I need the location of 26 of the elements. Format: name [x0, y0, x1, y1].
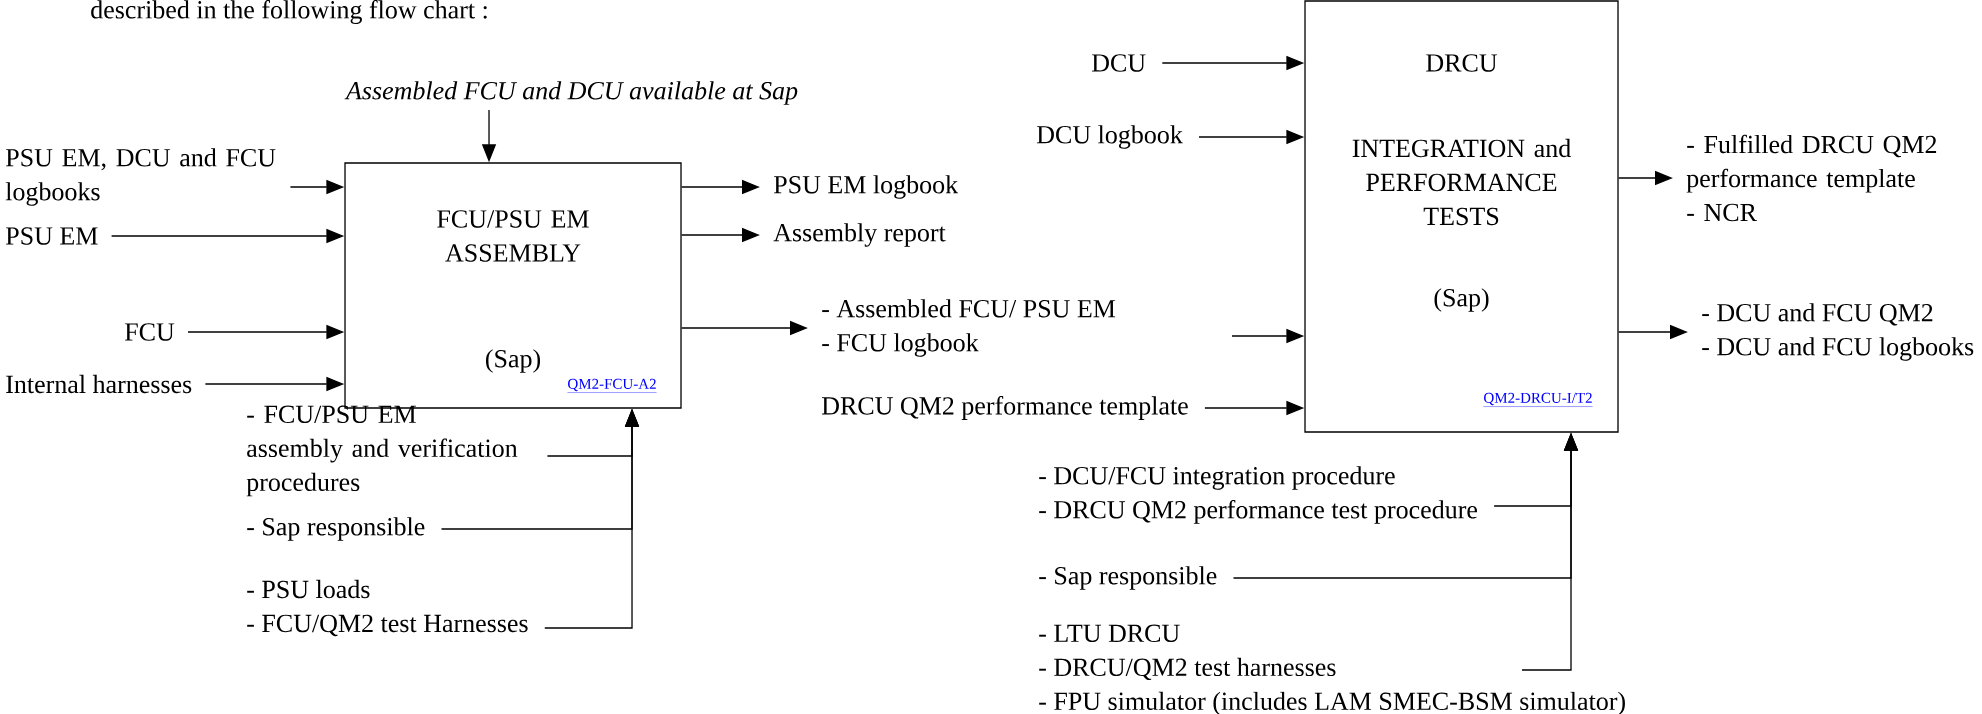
input-text: PSU EM, DCU and FCU logbooks	[5, 148, 276, 206]
resource-list: - Sap responsible	[1039, 566, 1217, 590]
output-text: - Assembled FCU/ PSU EM - FCU logbook	[822, 299, 1116, 357]
reference-link: QM2-FCU-A2	[567, 378, 657, 393]
input-text: Internal harnesses	[6, 374, 192, 394]
output-text: - DCU and FCU QM2 - DCU and FCU logbooks	[1702, 303, 1974, 361]
output-text: - Fulfilled DRCU QM2 performance template - NCR	[1686, 134, 1937, 222]
output-text: PSU EM logbook	[773, 175, 959, 199]
input-text: DCU	[1091, 54, 1146, 72]
resource-list: - DCU/FCU integration procedure - DRCU QM2 performance test procedure	[1039, 466, 1477, 524]
input-text: FCU	[124, 323, 175, 341]
trigger-text: Assembled FCU and DCU available at Sap	[344, 81, 798, 105]
box-title: (Sap)	[1434, 288, 1489, 312]
box-title: DRCU	[1426, 54, 1498, 72]
input-text: DRCU QM2 performance template	[821, 396, 1188, 420]
output-text: Assembly report	[773, 223, 946, 247]
input-text: PSU EM	[5, 227, 98, 245]
resource-list: - FCU/PSU EM assembly and verification procedures	[246, 405, 518, 497]
resource-list: - Sap responsible	[247, 517, 425, 541]
box-title: INTEGRATION and PERFORMANCE TESTS	[1352, 138, 1571, 226]
intro-text: described in the following flow chart :	[91, 0, 487, 24]
input-text: DCU logbook	[1036, 125, 1183, 149]
box-title: (Sap)	[486, 349, 540, 373]
reference-link: QM2-DRCU-I/T2	[1483, 392, 1593, 407]
box-title: FCU/PSU EM ASSEMBLY	[437, 210, 589, 262]
resource-list: - PSU loads - FCU/QM2 test Harnesses	[247, 579, 528, 637]
